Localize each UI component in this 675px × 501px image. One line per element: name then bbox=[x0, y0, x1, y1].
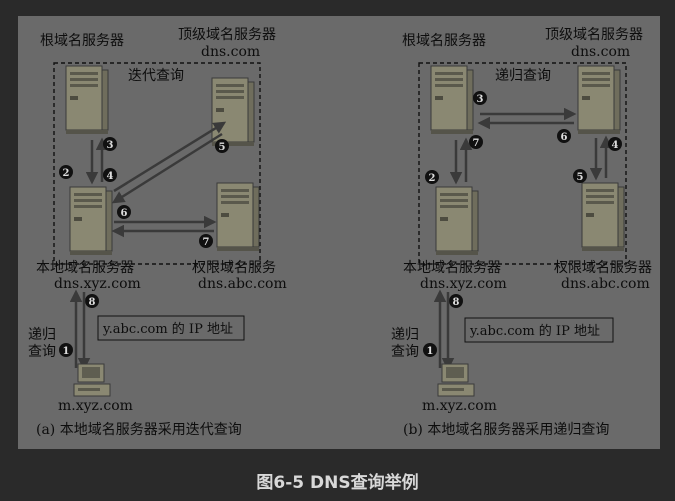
auth-server-icon bbox=[216, 182, 260, 252]
dns-diagram: 根域名服务器 顶级域名服务器 dns.com 迭代查询 2 3 4 5 6 7 … bbox=[28, 27, 652, 438]
client-host: m.xyz.com bbox=[58, 398, 133, 414]
mode-label: 迭代查询 bbox=[128, 68, 184, 84]
recursive-label-2: 查询 bbox=[28, 344, 56, 360]
answer-box-text: y.abc.com 的 IP 地址 bbox=[102, 321, 233, 337]
top-server-label: 顶级域名服务器 bbox=[545, 27, 643, 43]
step-6-badge: 6 bbox=[121, 208, 128, 219]
root-server-label: 根域名服务器 bbox=[402, 33, 486, 49]
mode-label: 递归查询 bbox=[495, 67, 551, 84]
root-server-icon bbox=[430, 65, 474, 135]
step-4-badge: 4 bbox=[612, 140, 619, 151]
answer-box-text: y.abc.com 的 IP 地址 bbox=[469, 323, 600, 339]
top-server-host: dns.com bbox=[201, 44, 260, 60]
dns-figure: 根域名服务器 顶级域名服务器 dns.com 迭代查询 2 3 4 5 6 7 … bbox=[18, 16, 660, 449]
step-8-badge: 8 bbox=[453, 297, 460, 308]
subcaption-b: (b) 本地域名服务器采用递归查询 bbox=[403, 421, 609, 438]
auth-server-label: 权限域名服务器 bbox=[554, 260, 652, 276]
answer-box bbox=[97, 315, 245, 341]
recursive-label-2: 查询 bbox=[391, 344, 419, 360]
local-server-icon bbox=[69, 186, 113, 256]
local-server-label: 本地域名服务器 bbox=[36, 260, 134, 276]
auth-server-host: dns.abc.com bbox=[198, 276, 287, 292]
step-2-badge: 2 bbox=[63, 168, 70, 179]
arrow-5 bbox=[111, 132, 223, 204]
auth-server-label: 权限域名服务 bbox=[192, 260, 276, 276]
client-pc-icon bbox=[437, 363, 475, 397]
step-3-badge: 3 bbox=[477, 94, 484, 105]
figure-caption: 图6-5 DNS查询举例 bbox=[256, 473, 419, 493]
root-server-label: 根域名服务器 bbox=[40, 33, 124, 49]
step-7-badge: 7 bbox=[473, 138, 480, 149]
local-server-host: dns.xyz.com bbox=[54, 276, 141, 292]
client-pc-icon bbox=[73, 363, 111, 397]
subcaption-a: (a) 本地域名服务器采用迭代查询 bbox=[36, 422, 242, 438]
local-server-host: dns.xyz.com bbox=[420, 276, 507, 292]
step-1-badge: 1 bbox=[63, 346, 70, 357]
root-server-icon bbox=[65, 65, 109, 135]
step-7-badge: 7 bbox=[203, 237, 210, 248]
arrow-4 bbox=[113, 121, 227, 193]
step-2-badge: 2 bbox=[429, 173, 436, 184]
top-server-host: dns.com bbox=[571, 44, 630, 60]
top-server-icon bbox=[577, 65, 621, 135]
dashed-boundary bbox=[418, 62, 627, 265]
panel-b: 根域名服务器 顶级域名服务器 dns.com 递归查询 2 7 3 6 4 5 … bbox=[391, 27, 652, 438]
step-5-badge: 5 bbox=[577, 172, 584, 183]
local-server-label: 本地域名服务器 bbox=[403, 260, 501, 276]
answer-box bbox=[464, 317, 614, 343]
step-6-badge: 6 bbox=[561, 132, 568, 143]
step-3-badge: 3 bbox=[107, 140, 114, 151]
top-server-label: 顶级域名服务器 bbox=[178, 27, 276, 43]
step-1-badge: 1 bbox=[427, 346, 434, 357]
auth-server-host: dns.abc.com bbox=[561, 276, 650, 292]
recursive-label-1: 递归 bbox=[391, 326, 419, 343]
auth-server-icon bbox=[581, 182, 625, 252]
step-4-badge: 4 bbox=[107, 171, 114, 182]
local-server-icon bbox=[435, 186, 479, 256]
panel-a: 根域名服务器 顶级域名服务器 dns.com 迭代查询 2 3 4 5 6 7 … bbox=[28, 27, 287, 438]
step-5-badge: 5 bbox=[219, 142, 226, 153]
client-host: m.xyz.com bbox=[422, 398, 497, 414]
recursive-label-1: 递归 bbox=[28, 326, 56, 343]
step-8-badge: 8 bbox=[89, 297, 96, 308]
